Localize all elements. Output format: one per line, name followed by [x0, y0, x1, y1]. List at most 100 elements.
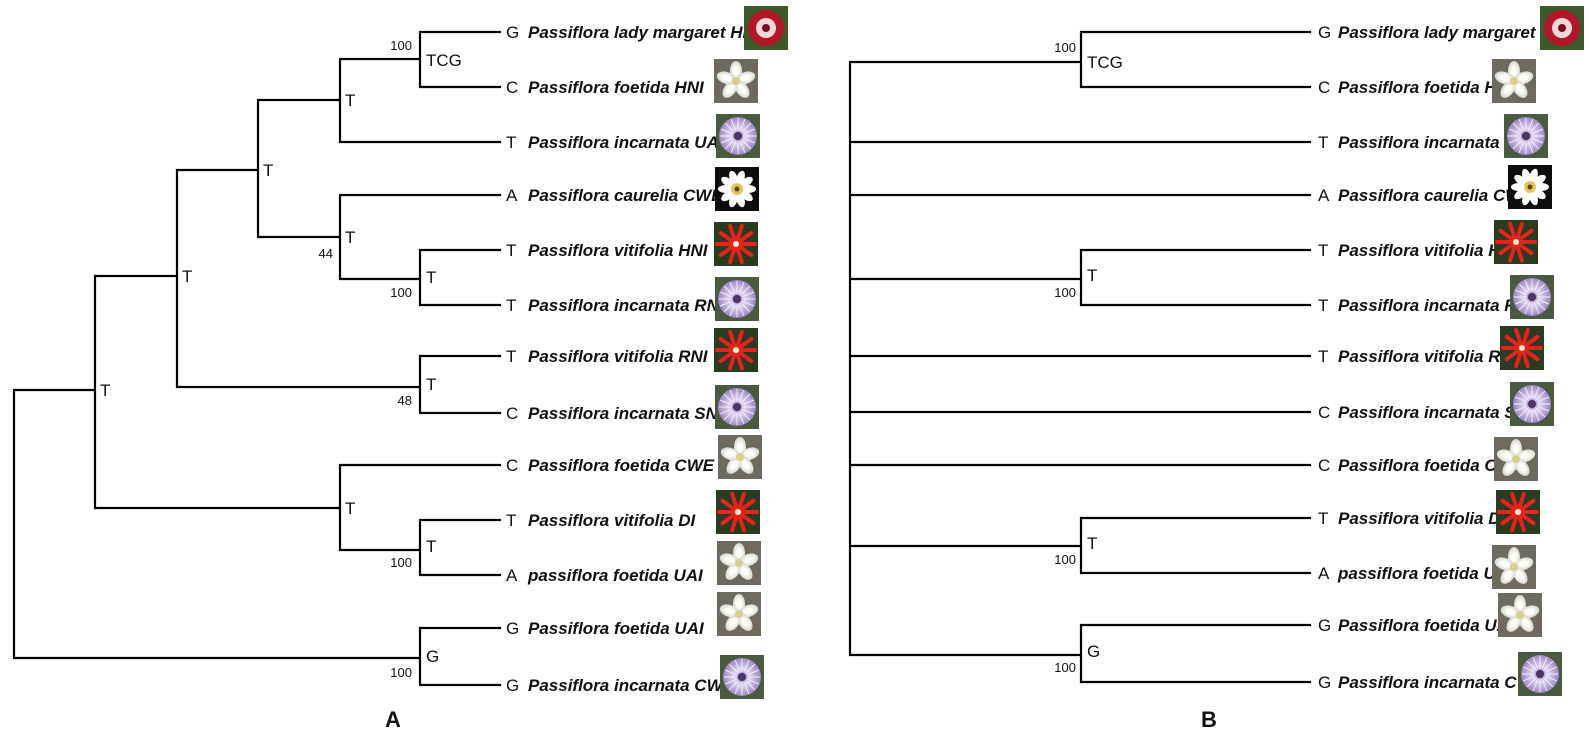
leaf-state: G — [506, 619, 519, 638]
leaf-row: C Passiflora foetida HNI — [1318, 59, 1536, 103]
support-value: 100 — [390, 38, 412, 53]
leaf-state: A — [506, 566, 518, 585]
leaf-state: A — [1318, 186, 1330, 205]
leaf-state: G — [506, 23, 519, 42]
support-value: 100 — [1054, 285, 1076, 300]
taxon-name: Passiflora foetida HNI — [1338, 78, 1515, 97]
taxon-name: Passiflora foetida HNI — [528, 78, 705, 97]
leaf-state: C — [506, 404, 518, 423]
taxon-name: Passiflora caurelia CWE — [1338, 186, 1533, 205]
panel-label-b: B — [1201, 707, 1217, 732]
taxon-name: Passiflora vitifolia RNI — [1338, 347, 1519, 366]
purple-passionflower-icon — [1518, 652, 1562, 696]
white-passionflower-icon — [1494, 437, 1538, 481]
leaf-state: T — [506, 347, 516, 366]
taxon-name: Passiflora foetida UAI — [528, 619, 705, 638]
support-value: 100 — [1054, 660, 1076, 675]
leaf-state: T — [1318, 296, 1328, 315]
white-caerulea-passionflower-icon — [1508, 165, 1552, 209]
taxon-name: Passiflora incarnata RNI — [528, 296, 725, 315]
purple-passionflower-icon — [1504, 114, 1548, 158]
support-value: 100 — [390, 285, 412, 300]
scarlet-passionflower-icon — [1500, 326, 1544, 370]
support-value: 44 — [319, 246, 333, 261]
leaf-state: G — [1318, 23, 1331, 42]
taxon-name: Passiflora incarnata RNI — [1338, 296, 1535, 315]
node-state: T — [100, 381, 110, 400]
leaf-row: T Passiflora incarnata UAI — [506, 114, 760, 158]
scarlet-passionflower-icon — [1494, 220, 1538, 264]
leaf-state: C — [506, 456, 518, 475]
leaf-state: T — [1318, 241, 1328, 260]
purple-passionflower-icon — [1510, 382, 1554, 426]
leaf-state: C — [1318, 78, 1330, 97]
node-state: T — [426, 268, 436, 287]
leaf-state: T — [1318, 347, 1328, 366]
leaf-state: G — [1318, 673, 1331, 692]
taxon-name: Passiflora lady margaret HNI — [528, 23, 761, 42]
node-state: T — [182, 267, 192, 286]
node-state: T — [263, 161, 273, 180]
taxon-name: Passiflora vitifolia HNI — [528, 241, 709, 260]
leaf-row: G Passiflora lady margaret HNI — [506, 6, 788, 50]
node-state: T — [345, 228, 355, 247]
taxon-name: Passiflora vitifolia DI — [1338, 509, 1506, 528]
node-state: T — [426, 375, 436, 394]
leaf-row: T Passiflora vitifolia DI — [1318, 490, 1540, 534]
taxon-name: Passiflora foetida CWE — [1338, 456, 1525, 475]
red-passionflower-icon — [1540, 6, 1584, 50]
white-passionflower-icon — [1498, 593, 1542, 637]
scarlet-passionflower-icon — [1496, 490, 1540, 534]
white-passionflower-icon — [1492, 59, 1536, 103]
leaf-state: T — [506, 241, 516, 260]
panel-label-a: A — [385, 707, 401, 732]
white-passionflower-icon — [717, 592, 761, 636]
leaf-state: C — [1318, 403, 1330, 422]
taxon-name: Passiflora incarnata UAI — [528, 133, 725, 152]
leaf-row: T Passiflora vitifolia RNI — [506, 328, 758, 372]
purple-passionflower-icon — [1510, 275, 1554, 319]
support-value: 100 — [1054, 552, 1076, 567]
leaf-state: T — [506, 511, 516, 530]
taxon-name: passiflora foetida UAI — [1337, 564, 1514, 583]
taxon-name: passiflora foetida UAI — [527, 566, 704, 585]
support-value: 100 — [390, 555, 412, 570]
leaf-row: T Passiflora vitifolia RNI — [1318, 326, 1544, 370]
node-state: T — [1087, 266, 1097, 285]
white-caerulea-passionflower-icon — [715, 167, 759, 211]
taxon-name: Passiflora vitifolia RNI — [528, 347, 709, 366]
node-state: TCG — [426, 51, 462, 70]
leaf-row: C Passiflora incarnata SNI — [506, 385, 759, 429]
purple-passionflower-icon — [716, 114, 760, 158]
tree-panel-a: 100 TCG T T 44 T 100 T T 48 T T T 100 T … — [12, 6, 788, 732]
node-state: TCG — [1087, 53, 1123, 72]
node-state: T — [345, 499, 355, 518]
support-value: 100 — [1054, 40, 1076, 55]
branch — [848, 30, 1312, 684]
taxon-name: Passiflora incarnata SNI — [528, 404, 724, 423]
support-value: 48 — [398, 393, 412, 408]
leaf-row: A Passiflora caurelia CWE — [1318, 165, 1552, 209]
leaf-state: T — [506, 133, 516, 152]
scarlet-passionflower-icon — [716, 490, 760, 534]
taxon-name: Passiflora caurelia CWE — [528, 186, 723, 205]
node-state: T — [1087, 534, 1097, 553]
node-state: T — [345, 91, 355, 110]
leaf-state: T — [1318, 509, 1328, 528]
support-value: 100 — [390, 665, 412, 680]
